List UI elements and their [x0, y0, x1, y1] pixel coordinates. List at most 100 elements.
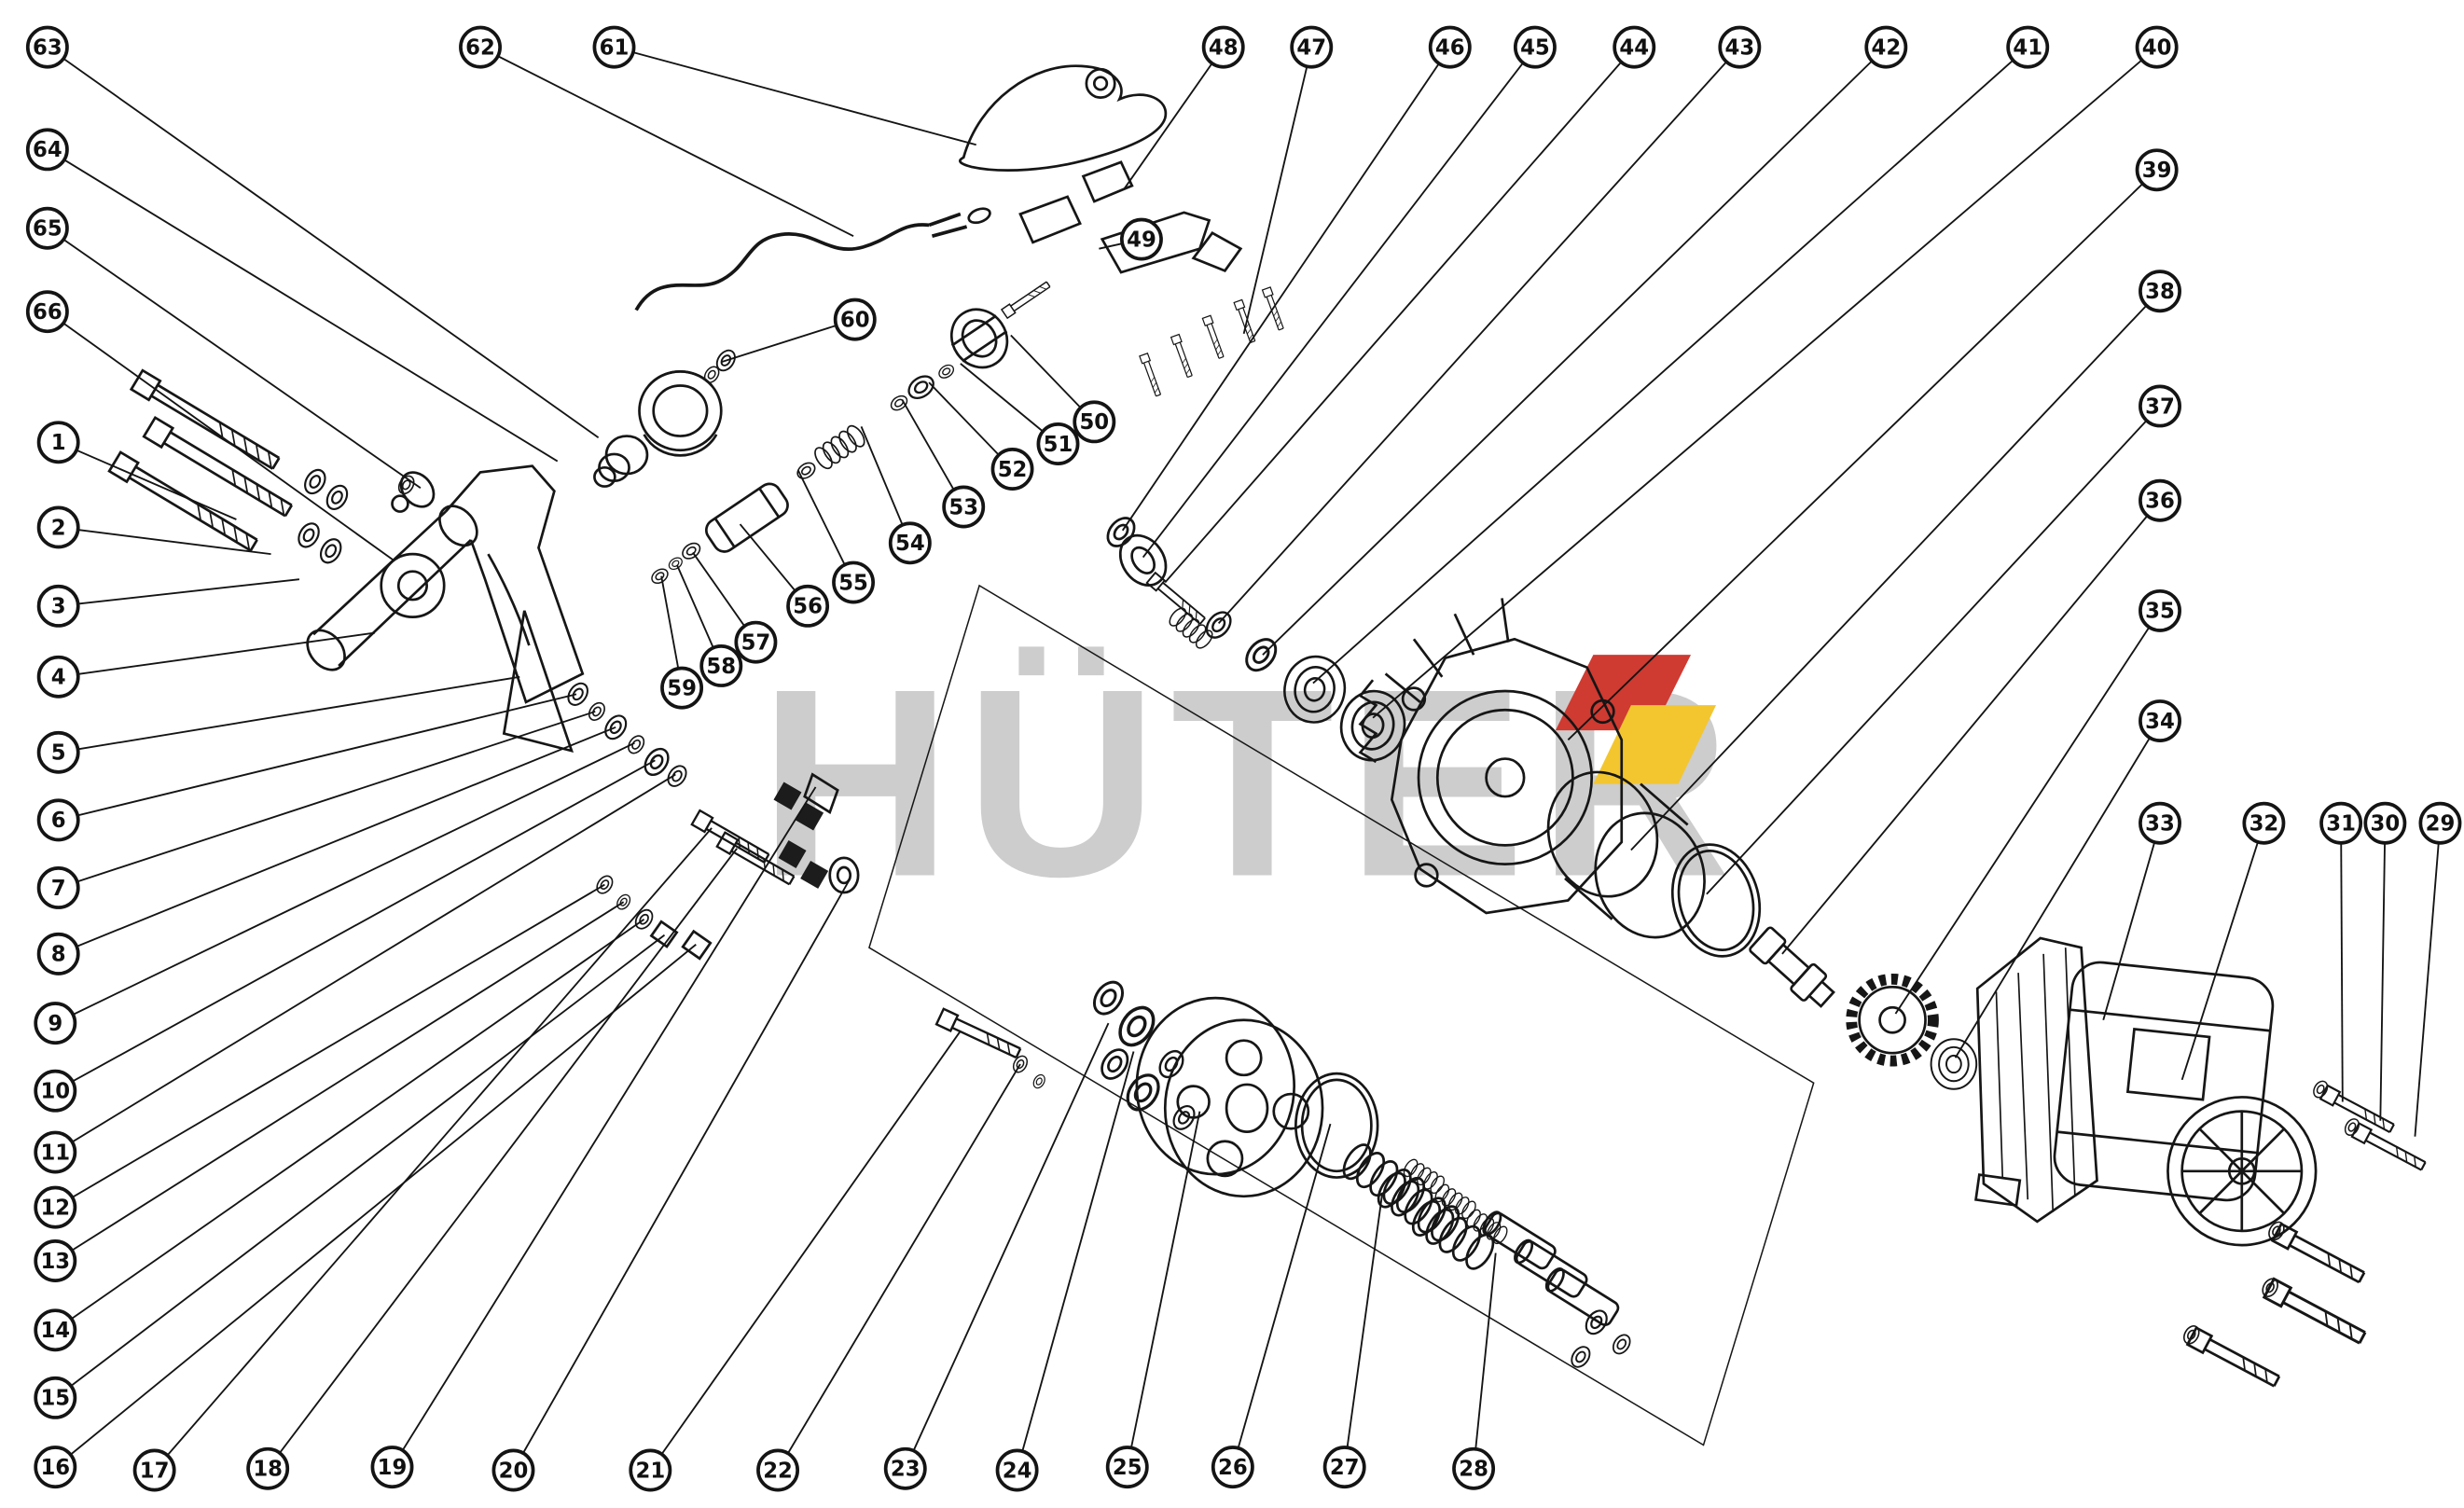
callout-29: 29: [2414, 801, 2462, 1137]
callout-balloon: [1718, 25, 1762, 69]
callout-34: 34: [1954, 699, 2181, 1058]
pump-manifold: [1135, 996, 1324, 1198]
leader-line: [1567, 169, 2158, 740]
callout-number: 40: [2142, 35, 2172, 60]
callout-number: 49: [1127, 228, 1156, 252]
callout-balloon: [833, 297, 877, 341]
callout-number: 35: [2145, 600, 2175, 624]
callout-20: 20: [491, 878, 851, 1492]
unloader-piston-parts: [648, 279, 1052, 588]
callout-33: 33: [2102, 801, 2181, 1021]
callout-30: 30: [2363, 801, 2407, 1121]
parts-linework: [107, 64, 2429, 1446]
leader-line: [2379, 823, 2387, 1121]
callout-26: 26: [1211, 1123, 1332, 1489]
leader-line: [777, 1063, 1021, 1471]
callout-number: 47: [1296, 35, 1326, 60]
leader-line: [153, 827, 713, 1472]
callout-number: 41: [2013, 35, 2042, 60]
callout-number: 26: [1218, 1456, 1248, 1480]
callout-25: 25: [1105, 1111, 1201, 1489]
callout-57: 57: [692, 551, 778, 664]
large-o-ring: [1670, 843, 1762, 958]
leader-line: [1121, 47, 1451, 532]
callout-60: 60: [720, 297, 877, 364]
leader-line: [904, 1022, 1110, 1470]
leader-line: [1126, 1111, 1201, 1468]
callout-balloon: [34, 1185, 77, 1229]
callout-balloon: [888, 521, 932, 565]
callout-58: 58: [676, 564, 743, 687]
callout-number: 24: [1003, 1459, 1032, 1483]
callout-number: 31: [2326, 812, 2356, 837]
callout-balloon: [459, 25, 502, 69]
leader-line: [47, 227, 422, 490]
callout-balloon: [491, 1448, 535, 1492]
callout-number: 37: [2145, 394, 2175, 419]
leader-line: [1123, 47, 1225, 190]
motor-bolts: [2180, 1077, 2429, 1391]
piston-springs: [1336, 1139, 1511, 1275]
leader-line: [1706, 405, 2161, 895]
callout-balloon: [2135, 148, 2179, 192]
callout-number: 6: [51, 809, 66, 833]
callout-balloon: [1036, 422, 1080, 465]
callout-balloon: [1073, 400, 1116, 444]
callout-14: 14: [34, 918, 645, 1352]
manifold-o-ring: [1294, 1072, 1379, 1179]
callout-balloon: [36, 421, 80, 464]
callout-65: 65: [25, 206, 422, 490]
callout-number: 10: [40, 1080, 70, 1104]
callout-balloon: [1613, 25, 1656, 69]
callout-number: 20: [499, 1459, 529, 1483]
callout-balloon: [2139, 384, 2181, 428]
callout-number: 57: [741, 631, 771, 656]
callout-53: 53: [901, 399, 986, 529]
leader-line: [2102, 823, 2161, 1021]
motor-bearing: [1930, 1038, 1978, 1090]
callout-54: 54: [860, 426, 932, 565]
leader-line: [54, 901, 625, 1262]
callout-number: 44: [1619, 35, 1649, 60]
callout-35: 35: [1894, 588, 2181, 1015]
leader-line: [54, 759, 656, 1092]
leader-line: [267, 848, 738, 1470]
callout-number: 54: [895, 532, 925, 556]
callout-balloon: [370, 1446, 414, 1489]
callout-number: 13: [40, 1250, 70, 1274]
callout-balloon: [36, 505, 80, 549]
callout-number: 19: [378, 1456, 408, 1480]
leader-line: [1231, 1123, 1332, 1468]
leader-line: [58, 631, 376, 678]
motor-assembly: [1974, 936, 2318, 1247]
cable-boot-coupling: [593, 346, 740, 488]
callout-balloon: [25, 290, 69, 334]
leader-line: [2340, 823, 2344, 1102]
leader-line: [1372, 46, 2158, 719]
callout-7: 7: [36, 711, 596, 909]
callout-balloon: [2139, 699, 2181, 743]
leader-line: [58, 675, 520, 754]
callout-number: 14: [40, 1319, 70, 1343]
leader-line: [1343, 1193, 1384, 1468]
callout-balloon: [25, 206, 69, 250]
callout-62: 62: [459, 25, 854, 238]
callout-66: 66: [25, 290, 395, 561]
callout-number: 38: [2145, 280, 2175, 304]
callout-47: 47: [1242, 25, 1334, 335]
callout-number: 5: [51, 741, 66, 766]
leader-line: [58, 526, 271, 556]
callout-balloon: [34, 1069, 77, 1113]
callout-balloon: [36, 866, 80, 909]
callout-10: 10: [34, 759, 656, 1113]
callout-balloon: [1513, 25, 1557, 69]
callout-balloon: [2242, 801, 2286, 845]
callout-number: 45: [1520, 35, 1550, 60]
callout-17: 17: [132, 827, 713, 1492]
callout-number: 1: [51, 431, 66, 455]
leader-line: [54, 934, 666, 1399]
callout-9: 9: [34, 741, 635, 1045]
callout-balloon: [34, 1239, 77, 1282]
leader-line: [47, 148, 559, 463]
